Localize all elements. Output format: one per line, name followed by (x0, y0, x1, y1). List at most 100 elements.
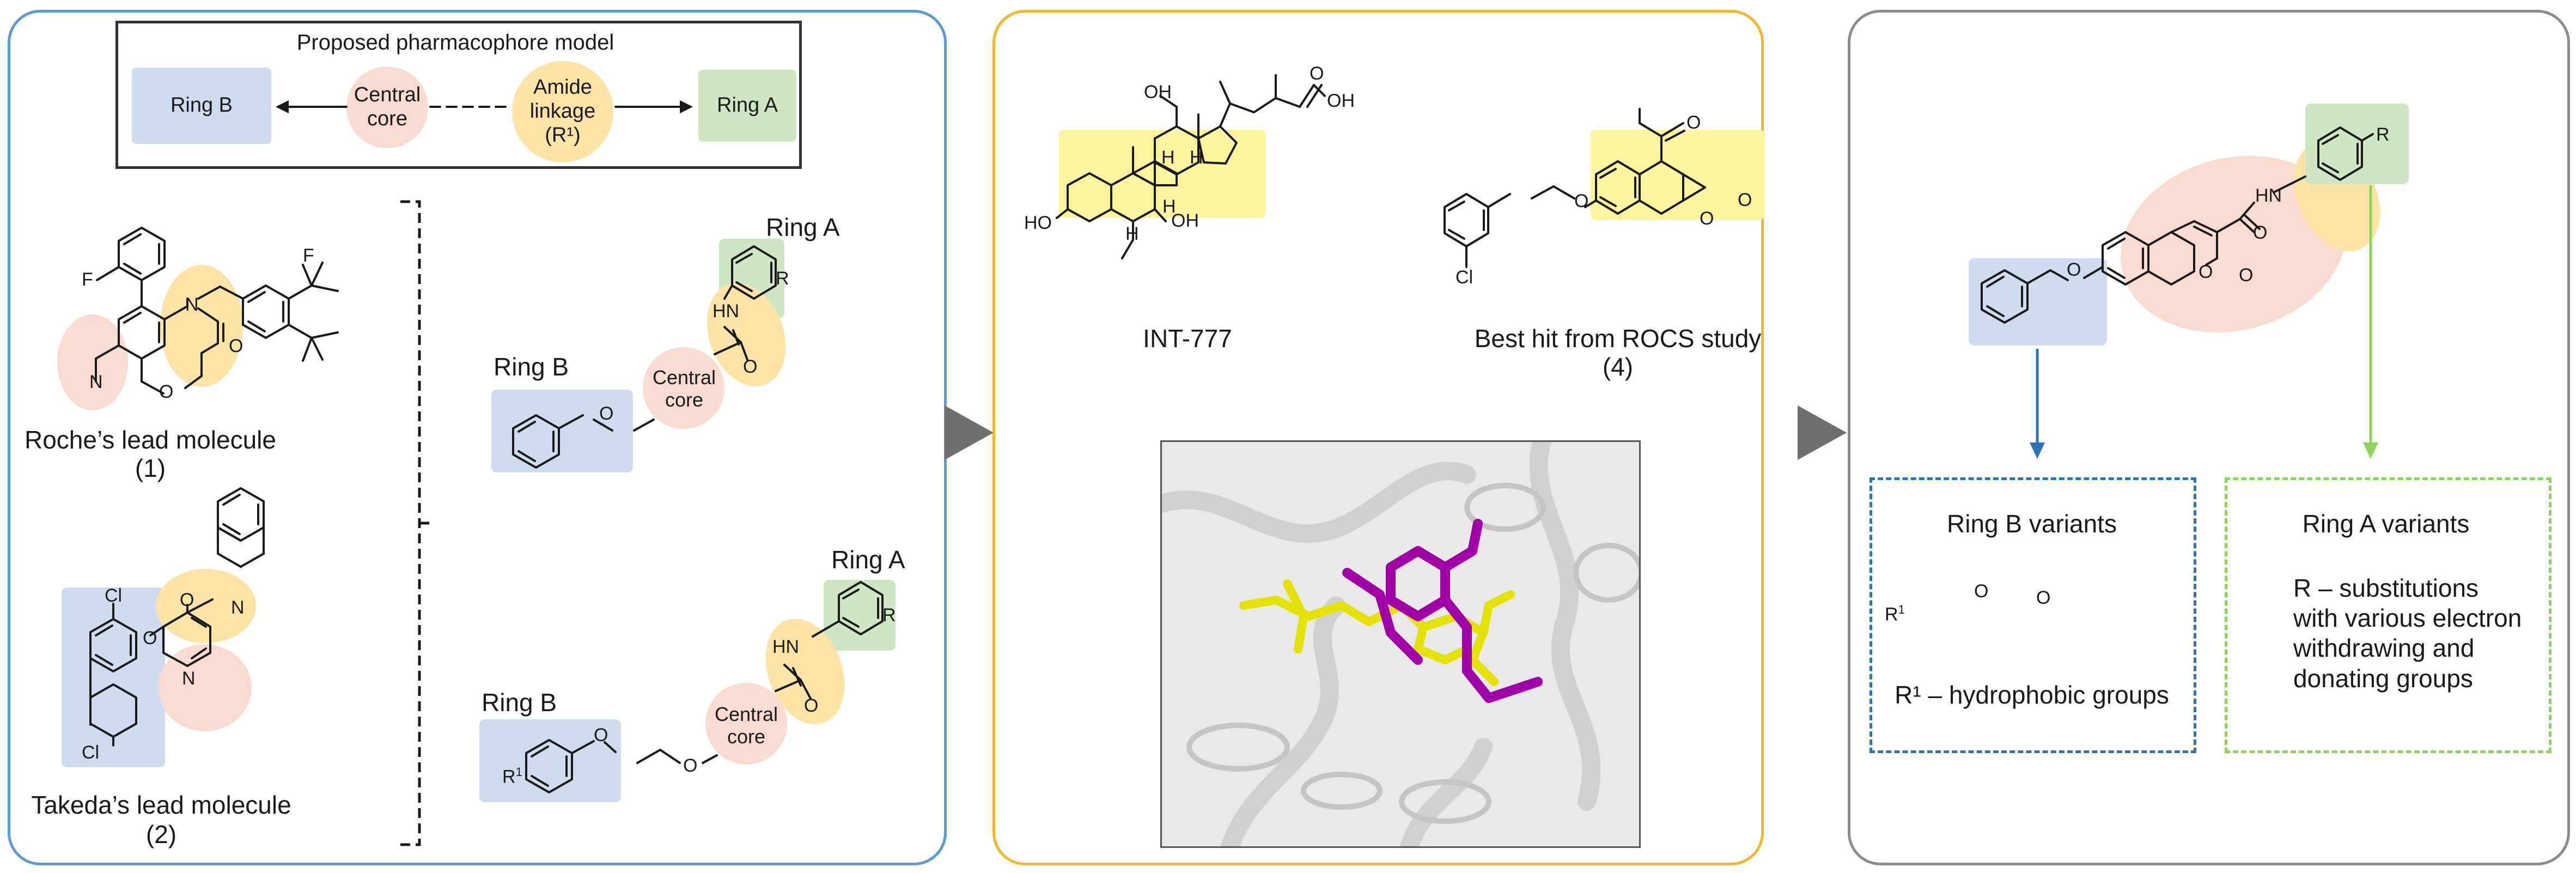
pharm-core-line1: Central (354, 83, 421, 107)
pharm-arrowhead-right (680, 100, 693, 113)
scaffold2-ring-a-label: Ring A (831, 545, 905, 574)
protein-ribbon-2 (1529, 442, 1601, 811)
lead2-atom-cl-bottom: Cl (82, 742, 100, 763)
int777-atom-cooh-oh: OH (1327, 90, 1355, 111)
rocs-caption-line1: Best hit from ROCS study (1474, 324, 1762, 353)
scaffold1-amide-highlight (707, 283, 786, 386)
scaffold2-atom-o-ether1: O (594, 725, 608, 745)
protein-helix-2 (1573, 543, 1639, 603)
rocs-atom-o-ring: O (1700, 208, 1714, 229)
rocs-atom-o-ketone: O (1686, 112, 1701, 133)
pharm-core-line2: core (367, 107, 407, 130)
scaffold2-atom-r1: R1 (502, 765, 522, 787)
scaffold1-atom-hn: HN (712, 301, 740, 322)
pharm-amide-line1: Amide (533, 76, 592, 99)
pharmacophore-box (115, 21, 802, 169)
lead1-caption-line1: Roche’s lead molecule (25, 426, 276, 454)
ring-b-variant-o1: O (1974, 581, 1989, 602)
pharm-arrowhead-left (276, 100, 289, 113)
protein-helix-1 (1464, 483, 1546, 532)
ring-a-variants-line4: donating groups (2293, 664, 2473, 693)
ring-b-variants-title: Ring B variants (1947, 510, 2117, 538)
rocs-atom-o-ether: O (1574, 191, 1589, 211)
ring-b-variants-note: R¹ – hydrophobic groups (1895, 681, 2169, 709)
int777-atom-cooh-o: O (1310, 63, 1324, 84)
int777-atom-h4: H (1125, 223, 1139, 244)
lead2-structure (89, 487, 265, 747)
ring-a-variants-box (2225, 477, 2551, 753)
scaffold1-atom-o-carbonyl: O (743, 356, 758, 377)
ring-a-variants-line3: withdrawing and (2293, 634, 2475, 663)
design-atom-r: R (2376, 124, 2390, 145)
protein-ribbon-4 (1399, 738, 1493, 846)
int777-atom-h2: H (1161, 147, 1175, 168)
ring-b-variant-r1: R1 (1885, 603, 1905, 625)
design-atom-hn: HN (2255, 185, 2282, 206)
int777-name: INT-777 (1143, 324, 1232, 353)
design-structure (1981, 126, 2374, 324)
ring-b-variants-box (1869, 477, 2196, 753)
lead1-atom-n-pyridine: N (89, 372, 103, 392)
rocs-caption-line2: (4) (1602, 353, 1634, 381)
ring-b-variant-o2: O (2036, 587, 2051, 608)
lead1-amide-highlight (160, 265, 243, 387)
lead1-atom-f-aryl: F (82, 269, 93, 290)
scaffold2-core-highlight (705, 683, 787, 765)
lead2-caption-line2: (2) (145, 820, 177, 848)
rocs-atom-cl: Cl (1456, 267, 1473, 288)
ring-a-variants-line1: R – substitutions (2293, 574, 2479, 602)
pharm-ring-b-label: Ring B (170, 94, 233, 117)
design-core-highlight (2121, 155, 2346, 333)
ring-a-variants-description: R – substitutions with various electron … (2293, 573, 2522, 694)
ring-a-variants-line2: with various electron (2293, 604, 2522, 633)
pharmacophore-title: Proposed pharmacophore model (296, 31, 614, 54)
int777-atom-oh-right: OH (1171, 210, 1199, 231)
scaffold1-core-highlight (643, 347, 724, 429)
protein-helix-3 (1186, 723, 1290, 772)
design-atom-o-ether: O (2067, 259, 2081, 280)
lead1-atom-o-ether: O (159, 381, 174, 402)
lead2-atom-n-pyridine: N (182, 668, 196, 689)
pharm-ring-a-label: Ring A (717, 94, 778, 117)
lead1-structure (95, 227, 339, 395)
protein-helix-5 (1301, 772, 1383, 810)
int777-structure (1056, 74, 1326, 259)
scaffold2-structure (525, 581, 884, 793)
lead2-atom-cl-top: Cl (105, 585, 123, 606)
scaffold1-structure (512, 245, 777, 469)
scaffold2-r1-letter: R (502, 766, 516, 787)
scaffold1-core-line1: Central (652, 366, 716, 389)
scaffold2-atom-hn: HN (772, 636, 800, 657)
docking-render (1162, 442, 1639, 846)
protein-ribbon-3 (1220, 596, 1345, 846)
int777-atom-h3: H (1190, 147, 1203, 168)
scaffold2-atom-o-carbonyl: O (804, 695, 819, 716)
scaffold2-core-line1: Central (714, 703, 778, 725)
lead2-ringb-highlight (62, 587, 165, 767)
scaffold1-ring-a-label: Ring A (766, 213, 840, 241)
pharm-ring-a: Ring A (698, 70, 796, 142)
ligand-rocs-hit (1342, 519, 1543, 703)
scaffold2-ringb-highlight (479, 719, 621, 802)
ring-a-arrowhead (2363, 442, 2378, 459)
scaffold2-core-line2: core (727, 725, 766, 748)
protein-helix-4 (1399, 779, 1491, 824)
int777-atom-oh-top: OH (1144, 82, 1172, 102)
ring-a-variants-title: Ring A variants (2302, 510, 2470, 538)
lead2-atom-n-amide: N (231, 597, 245, 618)
docking-pose-image (1160, 440, 1641, 848)
scaffold1-atom-o-ether: O (599, 403, 614, 424)
scaffold2-atom-o-ether2: O (683, 755, 698, 776)
grouping-bracket (400, 200, 430, 846)
flow-arrow-2 (1798, 405, 1847, 460)
scaffold1-ringb-highlight (491, 390, 633, 472)
ring-b-arrowhead (2030, 442, 2045, 459)
protein-ribbon-1 (1162, 462, 1476, 543)
scaffold2-ring-b-label: Ring B (482, 688, 557, 717)
design-atom-o-amide: O (2253, 222, 2268, 243)
int777-atom-h1: H (1162, 196, 1176, 217)
int777-atom-ho-left: HO (1024, 213, 1052, 233)
